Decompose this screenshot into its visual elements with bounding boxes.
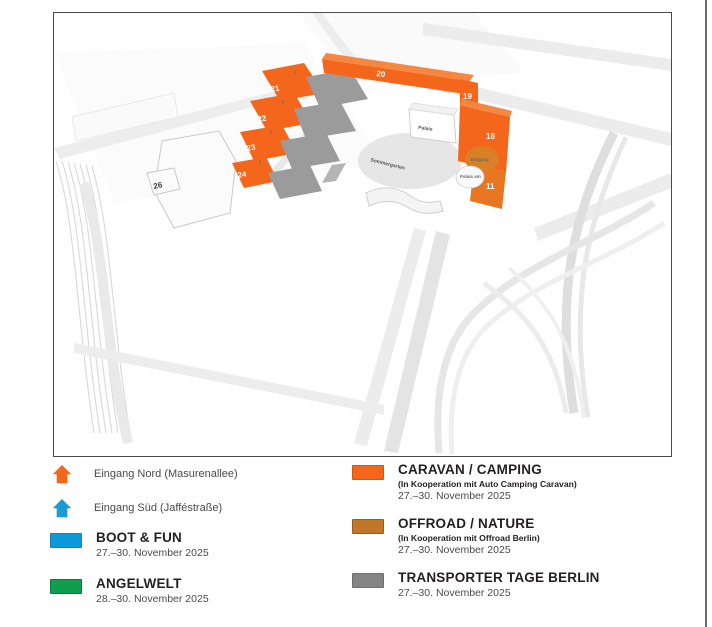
svg-text:11: 11 <box>486 182 495 191</box>
svg-text:20: 20 <box>376 69 387 79</box>
svg-text:21: 21 <box>270 83 281 94</box>
arrow-up-orange-icon <box>50 462 74 486</box>
color-swatch-green <box>50 579 82 594</box>
arrow-up-blue-icon <box>50 496 74 520</box>
svg-text:Palais: Palais <box>418 125 433 133</box>
legend-title: ANGELWELT <box>96 576 182 591</box>
svg-text:c: c <box>293 70 297 75</box>
legend-date: 27.–30. November 2025 <box>398 490 511 503</box>
svg-text:19: 19 <box>463 92 472 101</box>
legend-item-boot-und-fun[interactable]: BOOT & FUN 27.–30. November 2025 <box>50 530 350 574</box>
legend-label: Eingang Süd (Jafféstraße) <box>94 502 223 514</box>
legend-item-eingang-nord[interactable]: Eingang Nord (Masurenallee) <box>50 462 350 494</box>
color-swatch-blue <box>50 533 82 548</box>
svg-text:22: 22 <box>257 113 268 124</box>
legend-title: CARAVAN / CAMPING <box>398 462 542 477</box>
svg-text:Palais am: Palais am <box>460 174 481 179</box>
svg-text:23: 23 <box>246 142 257 153</box>
color-swatch-brown <box>352 519 384 534</box>
legend-date: 27.–30. November 2025 <box>398 586 511 599</box>
legend-subtitle: (In Kooperation mit Auto Camping Caravan… <box>398 478 577 489</box>
color-swatch-orange <box>352 465 384 480</box>
svg-text:c: c <box>258 159 262 164</box>
svg-text:26: 26 <box>153 180 164 191</box>
map-canvas: Sommergarten 26 <box>54 13 671 456</box>
legend-item-transporter-tage-berlin[interactable]: TRANSPORTER TAGE BERLIN 27.–30. November… <box>352 570 702 614</box>
legend-title: OFFROAD / NATURE <box>398 516 535 531</box>
svg-text:18: 18 <box>486 132 495 141</box>
legend-date: 28.–30. November 2025 <box>96 592 209 605</box>
legend-label: Eingang Nord (Masurenallee) <box>94 468 238 480</box>
legend-item-eingang-sued[interactable]: Eingang Süd (Jafféstraße) <box>50 496 350 528</box>
exhibition-ground-map[interactable]: Sommergarten 26 <box>53 12 672 457</box>
legend-subtitle: (In Kooperation mit Offroad Berlin) <box>398 532 540 543</box>
legend-item-offroad-nature[interactable]: OFFROAD / NATURE (In Kooperation mit Off… <box>352 516 702 568</box>
legend: Eingang Nord (Masurenallee) Eingang Süd … <box>0 462 712 627</box>
legend-column-right: CARAVAN / CAMPING (In Kooperation mit Au… <box>352 462 702 616</box>
legend-item-caravan-camping[interactable]: CARAVAN / CAMPING (In Kooperation mit Au… <box>352 462 702 514</box>
legend-column-left: Eingang Nord (Masurenallee) Eingang Süd … <box>50 462 350 622</box>
legend-date: 27.–30. November 2025 <box>96 546 209 559</box>
legend-date: 27.–30. November 2025 <box>398 544 511 557</box>
page-border-right <box>705 0 707 627</box>
svg-text:Eingang: Eingang <box>471 157 489 162</box>
svg-text:c: c <box>281 99 285 104</box>
color-swatch-grey <box>352 573 384 588</box>
legend-title: TRANSPORTER TAGE BERLIN <box>398 570 600 585</box>
legend-title: BOOT & FUN <box>96 530 182 545</box>
svg-text:24: 24 <box>237 169 248 180</box>
legend-item-angelwelt[interactable]: ANGELWELT 28.–30. November 2025 <box>50 576 350 620</box>
svg-text:c: c <box>269 129 273 134</box>
